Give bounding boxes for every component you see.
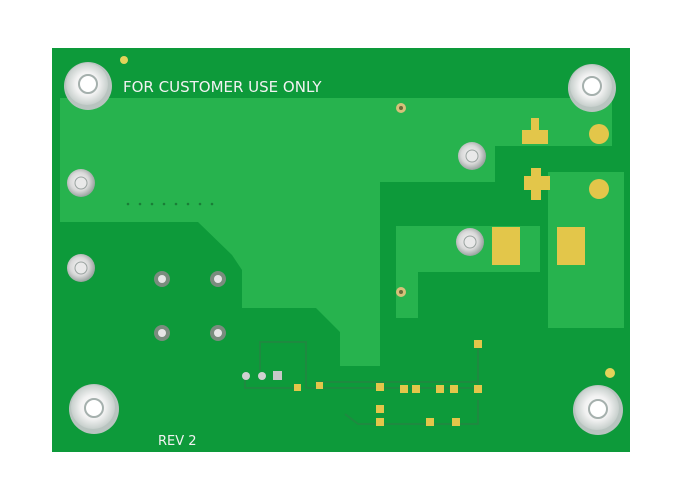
pad-top-left	[522, 130, 548, 144]
th-pad	[210, 271, 226, 287]
screw-icon	[67, 254, 95, 282]
standoff-icon	[573, 385, 623, 435]
th-pad	[210, 325, 226, 341]
screw-icon	[67, 169, 95, 197]
screw-icon	[458, 142, 486, 170]
pad-group	[492, 118, 609, 265]
via	[120, 56, 128, 64]
pad-round-mid	[589, 179, 609, 199]
pad-rect-left	[492, 227, 520, 265]
through-hole-pads	[154, 271, 226, 341]
via-group	[120, 56, 615, 380]
via	[396, 287, 406, 297]
pad-rect-right	[557, 227, 585, 265]
via	[396, 103, 406, 113]
via	[273, 371, 282, 380]
screw-heads	[67, 142, 486, 282]
standoff-icon	[568, 64, 616, 112]
silkscreen-label-top: FOR CUSTOMER USE ONLY	[123, 78, 322, 96]
standoff-icon	[69, 384, 119, 434]
dot-row	[126, 202, 214, 206]
screw-icon	[456, 228, 484, 256]
standoff-icon	[64, 62, 112, 110]
copper-pour-right	[548, 172, 624, 328]
smd-pads	[294, 340, 482, 426]
via	[605, 368, 615, 378]
standoffs	[64, 62, 623, 435]
th-pad	[154, 325, 170, 341]
pad-round-top	[589, 124, 609, 144]
via	[242, 372, 250, 380]
th-pad	[154, 271, 170, 287]
silkscreen-label-rev: REV 2	[158, 434, 197, 449]
pad-mid-left	[524, 176, 550, 190]
via	[258, 372, 266, 380]
